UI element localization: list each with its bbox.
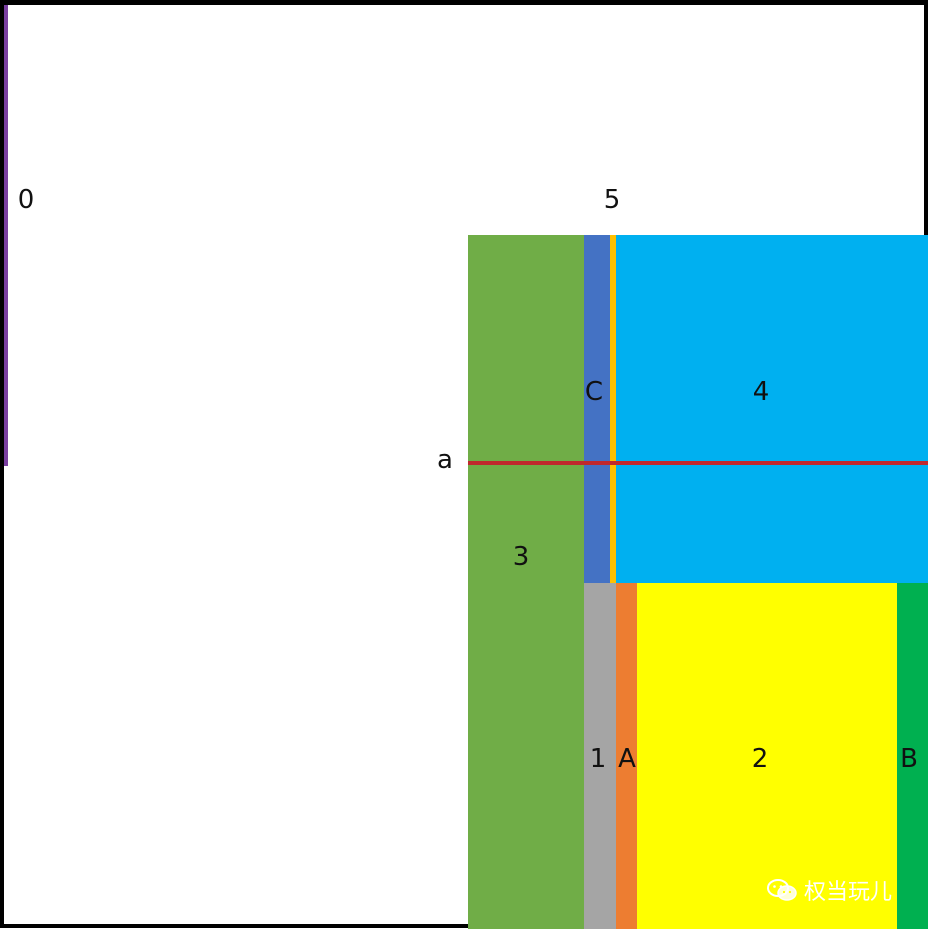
label-C: C — [584, 377, 604, 407]
block-4 — [616, 235, 928, 583]
block-1 — [584, 583, 616, 929]
block-2 — [637, 583, 897, 929]
label-0: 0 — [17, 185, 35, 215]
label-3: 3 — [512, 542, 530, 572]
label-a: a — [437, 445, 453, 475]
watermark-text: 权当玩儿 — [804, 880, 893, 905]
strip-5 — [610, 235, 616, 583]
block-B — [897, 583, 928, 929]
label-5: 5 — [603, 185, 621, 215]
block-A — [616, 583, 637, 929]
block-C — [584, 235, 610, 583]
label-2: 2 — [751, 744, 769, 774]
watermark: 权当玩儿 — [766, 874, 892, 906]
label-B: B — [900, 744, 918, 774]
line-a — [468, 461, 928, 465]
label-4: 4 — [752, 377, 770, 407]
label-A: A — [618, 744, 636, 774]
label-1: 1 — [589, 744, 607, 774]
line-zero — [4, 5, 8, 466]
block-3 — [468, 235, 584, 929]
wechat-icon — [767, 879, 797, 901]
